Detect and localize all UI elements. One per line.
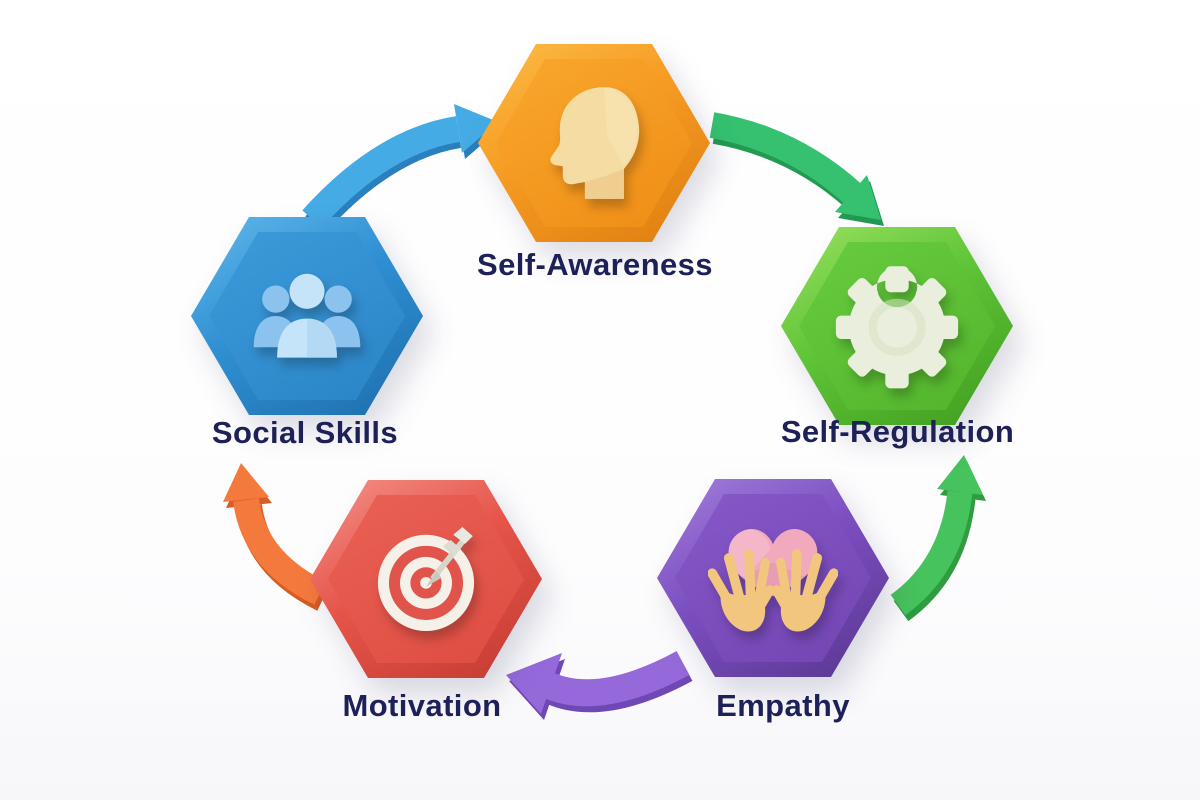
label-motivation: Motivation — [342, 688, 502, 723]
arrow-empathy-to-self-regulation — [890, 455, 986, 622]
label-empathy: Empathy — [716, 688, 850, 723]
node-motivation — [310, 480, 542, 678]
label-self-regulation: Self-Regulation — [780, 414, 1015, 449]
arrow-self-awareness-to-self-regulation — [709, 112, 884, 226]
node-empathy — [657, 479, 889, 677]
node-social-skills — [191, 217, 423, 415]
arrow-social-skills-to-self-awareness — [302, 104, 501, 234]
arrow-motivation-to-social-skills — [223, 463, 329, 611]
arrow-empathy-to-motivation — [506, 651, 693, 720]
dart — [426, 527, 473, 587]
gear-icon — [835, 266, 959, 389]
node-self-regulation — [781, 227, 1013, 425]
target-arrow-icon — [377, 527, 475, 631]
label-self-awareness: Self-Awareness — [477, 247, 713, 282]
heart-in-hands-icon — [708, 529, 838, 632]
label-social-skills: Social Skills — [211, 415, 399, 450]
node-self-awareness — [478, 44, 710, 242]
head-profile-icon — [550, 87, 640, 199]
people-group-icon — [253, 273, 361, 358]
